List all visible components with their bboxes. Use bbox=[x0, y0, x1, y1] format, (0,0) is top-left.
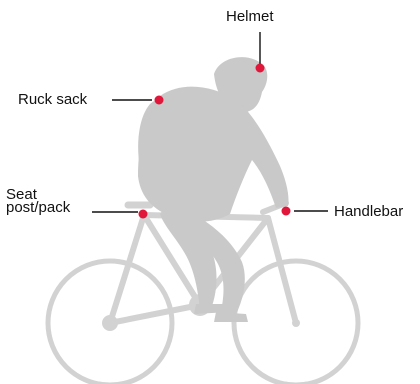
handlebar-dot bbox=[282, 207, 291, 216]
seat-post-pack-label: Seat post/pack bbox=[6, 188, 70, 214]
rider-backpack bbox=[138, 95, 203, 186]
ruck-sack-label: Ruck sack bbox=[18, 92, 87, 107]
helmet-dot bbox=[256, 64, 265, 73]
ruck-sack-dot bbox=[155, 96, 164, 105]
rear-hub bbox=[102, 315, 118, 331]
seat-label-line2: post/pack bbox=[6, 201, 70, 214]
helmet-label: Helmet bbox=[226, 9, 274, 24]
handlebar-label: Handlebar bbox=[334, 204, 403, 219]
seat-dot bbox=[139, 210, 148, 219]
rider-shoe-far bbox=[214, 312, 248, 322]
front-hub bbox=[292, 319, 300, 327]
